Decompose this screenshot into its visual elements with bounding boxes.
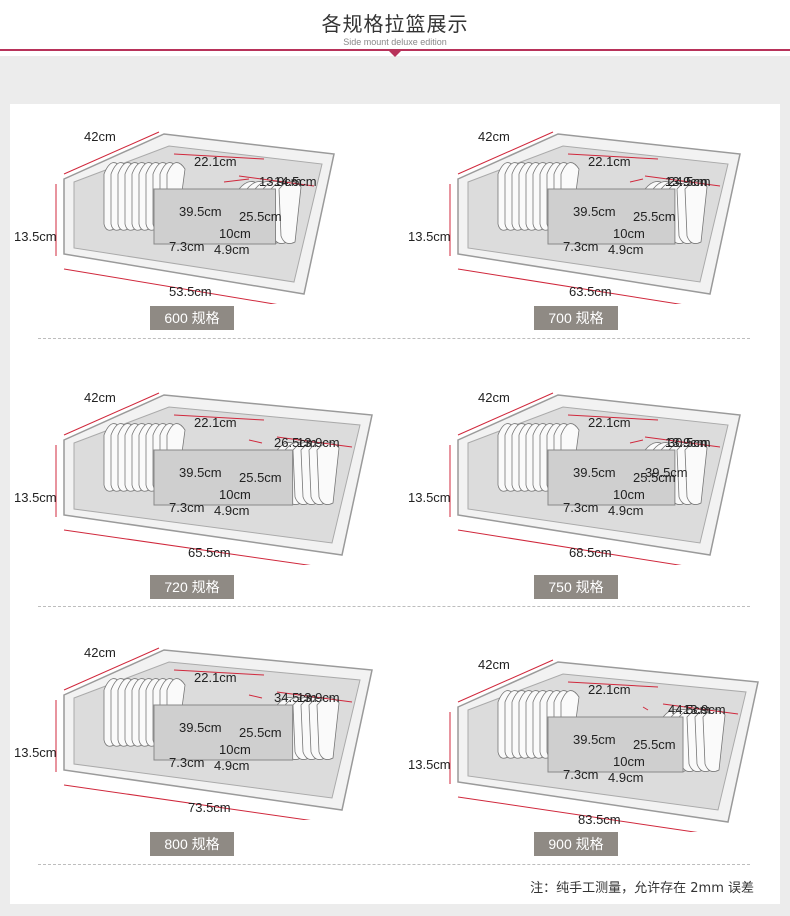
dimension-d2: 30.5cm <box>668 435 711 450</box>
dimension-d8: 4.9cm <box>608 503 644 518</box>
dimension-d6: 10cm <box>219 742 251 757</box>
dimension-d8: 4.9cm <box>608 242 644 257</box>
dimension-height: 13.5cm <box>408 490 451 505</box>
dimension-d2: 44.5cm <box>668 702 711 717</box>
dimension-d1: 22.1cm <box>194 154 237 169</box>
dimension-d7: 7.3cm <box>563 239 599 254</box>
dimension-d5: 25.5cm <box>239 209 282 224</box>
dimension-d3: 13.9cm <box>683 702 726 717</box>
spec-label: 900 规格 <box>534 832 618 856</box>
dimension-d4: 39.5cm <box>573 204 616 219</box>
dimension-d7: 7.3cm <box>563 500 599 515</box>
dimension-d7: 7.3cm <box>563 767 599 782</box>
dimension-d3: 13.9cm <box>297 435 340 450</box>
measurement-note: 注：纯手工测量，允许存在 2mm 误差 <box>530 881 754 896</box>
dimension-d7: 7.3cm <box>169 500 205 515</box>
basket-drawing <box>449 659 759 832</box>
basket-drawing <box>55 131 335 304</box>
row-divider <box>38 606 750 607</box>
dimension-height: 13.5cm <box>14 490 57 505</box>
row-divider <box>38 338 750 339</box>
dimension-width: 53.5cm <box>169 284 212 299</box>
dimension-height: 13.5cm <box>14 745 57 760</box>
dimension-d2: 34.5cm <box>274 690 317 705</box>
dimension-d6: 10cm <box>219 226 251 241</box>
spec-label: 720 规格 <box>150 575 234 599</box>
dimension-d5: 25.5cm <box>633 737 676 752</box>
dimension-depth: 42cm <box>478 129 510 144</box>
dimension-d3: 13.9cm <box>665 174 708 189</box>
basket-drawing <box>55 392 373 565</box>
dimension-depth: 42cm <box>84 390 116 405</box>
page-header: 各规格拉篮展示 Side mount deluxe edition <box>0 0 790 57</box>
dimension-d2: 24.5cm <box>668 174 711 189</box>
dimension-d2: 26.5cm <box>274 435 317 450</box>
dimension-d8: 4.9cm <box>214 503 250 518</box>
dimension-d4: 39.5cm <box>179 720 222 735</box>
dimension-depth: 42cm <box>84 645 116 660</box>
spec-label: 800 规格 <box>150 832 234 856</box>
dimension-d1: 22.1cm <box>194 415 237 430</box>
spec-label: 750 规格 <box>534 575 618 599</box>
dimension-d3: 13.9cm <box>259 174 302 189</box>
dimension-d2: 14.5cm <box>274 174 317 189</box>
dimension-d4: 39.5cm <box>179 204 222 219</box>
basket-drawing <box>55 647 373 820</box>
page-title: 各规格拉篮展示 <box>321 12 469 36</box>
dimension-d8: 4.9cm <box>608 770 644 785</box>
header-divider <box>0 49 790 51</box>
dimension-height: 13.5cm <box>14 229 57 244</box>
basket-drawing <box>449 392 741 565</box>
dimension-d7: 7.3cm <box>169 239 205 254</box>
dimension-height: 13.5cm <box>408 757 451 772</box>
dimension-width: 65.5cm <box>188 545 231 560</box>
dimension-d6: 10cm <box>613 487 645 502</box>
dimension-d1: 22.1cm <box>588 415 631 430</box>
dimension-d3: 13.9cm <box>665 435 708 450</box>
dimension-depth: 42cm <box>478 390 510 405</box>
dimension-width: 68.5cm <box>569 545 612 560</box>
dimension-d4: 39.5cm <box>573 732 616 747</box>
dimension-d5: 25.5cm <box>239 725 282 740</box>
dimension-d6: 10cm <box>613 754 645 769</box>
dimension-d1: 22.1cm <box>194 670 237 685</box>
dimension-d5: 25.5cm <box>239 470 282 485</box>
dimension-d6: 10cm <box>219 487 251 502</box>
page-subtitle: Side mount deluxe edition <box>343 37 447 47</box>
dimension-depth: 42cm <box>478 657 510 672</box>
dimension-d5: 25.5cm <box>633 209 676 224</box>
dimension-d3: 13.9cm <box>297 690 340 705</box>
dimension-width: 73.5cm <box>188 800 231 815</box>
dimension-d4: 39.5cm <box>573 465 616 480</box>
dimension-d8: 4.9cm <box>214 758 250 773</box>
dimension-d1: 22.1cm <box>588 682 631 697</box>
header-pointer <box>389 51 401 57</box>
row-divider <box>38 864 750 865</box>
dimension-width: 63.5cm <box>569 284 612 299</box>
dimension-d6: 10cm <box>613 226 645 241</box>
spec-label: 600 规格 <box>150 306 234 330</box>
dimension-d5: 25.5cm <box>633 470 676 485</box>
dimension-d4: 39.5cm <box>179 465 222 480</box>
dimension-depth: 42cm <box>84 129 116 144</box>
dimension-d1: 22.1cm <box>588 154 631 169</box>
dimension-d7: 7.3cm <box>169 755 205 770</box>
dimension-d9: 39.5cm <box>645 465 688 480</box>
spec-label: 700 规格 <box>534 306 618 330</box>
dimension-d8: 4.9cm <box>214 242 250 257</box>
dimension-height: 13.5cm <box>408 229 451 244</box>
dimension-width: 83.5cm <box>578 812 621 827</box>
basket-drawing <box>449 131 741 304</box>
